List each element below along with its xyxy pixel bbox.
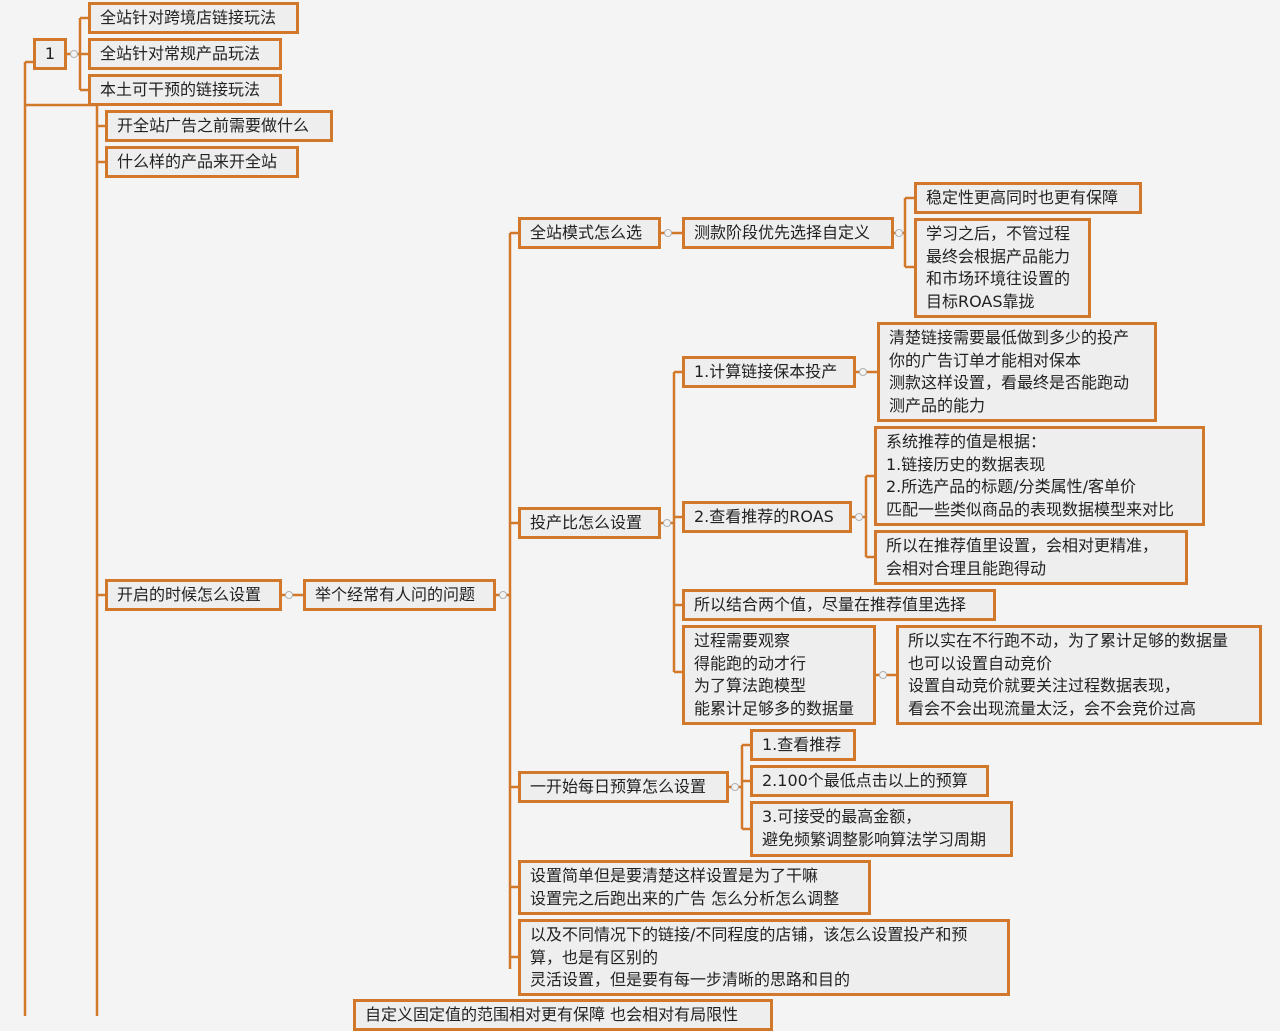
node-which-products[interactable]: 什么样的产品来开全站 [105, 146, 299, 178]
node-calc-detail[interactable]: 清楚链接需要最低做到多少的投产 你的广告订单才能相对保本 测款这样设置，看最终是… [877, 322, 1157, 422]
node-calc-breakeven[interactable]: 1.计算链接保本投产 [682, 356, 856, 388]
node-max-amount[interactable]: 3.可接受的最高金额， 避免频繁调整影响算法学习周期 [750, 801, 1013, 857]
node-auto-bid[interactable]: 所以实在不行跑不动，为了累计足够的数据量 也可以设置自动竞价 设置自动竞价就要关… [896, 625, 1262, 725]
node-flexible[interactable]: 以及不同情况下的链接/不同程度的店铺，该怎么设置投产和预 算，也是有区别的 灵活… [518, 919, 1010, 996]
node-stable[interactable]: 稳定性更高同时也更有保障 [914, 182, 1142, 214]
node-check-recommend[interactable]: 1.查看推荐 [750, 729, 856, 761]
node-how-to-set[interactable]: 开启的时候怎么设置 [105, 579, 282, 611]
node-regular-products[interactable]: 全站针对常规产品玩法 [88, 38, 282, 70]
node-simple-setting[interactable]: 设置简单但是要清楚这样设置是为了干嘛 设置完之后跑出来的广告 怎么分析怎么调整 [518, 860, 871, 915]
node-before-start[interactable]: 开全站广告之前需要做什么 [105, 110, 333, 142]
root-node[interactable]: 1 [33, 38, 67, 70]
node-learning[interactable]: 学习之后，不管过程 最终会根据产品能力 和市场环境往设置的 目标ROAS靠拢 [914, 218, 1091, 318]
node-min-clicks[interactable]: 2.100个最低点击以上的预算 [750, 765, 989, 797]
node-common-question[interactable]: 举个经常有人问的问题 [303, 579, 496, 611]
node-custom-first[interactable]: 测款阶段优先选择自定义 [682, 217, 894, 249]
node-custom-range[interactable]: 自定义固定值的范围相对更有保障 也会相对有局限性 [353, 999, 773, 1031]
node-combine[interactable]: 所以结合两个值，尽量在推荐值里选择 [682, 589, 996, 621]
node-budget[interactable]: 一开始每日预算怎么设置 [518, 771, 729, 803]
node-cross-border[interactable]: 全站针对跨境店链接玩法 [88, 2, 299, 34]
node-mode-select[interactable]: 全站模式怎么选 [518, 217, 661, 249]
node-roas-setting[interactable]: 投产比怎么设置 [518, 507, 661, 539]
node-check-roas[interactable]: 2.查看推荐的ROAS [682, 501, 852, 533]
node-system-basis[interactable]: 系统推荐的值是根据： 1.链接历史的数据表现 2.所选产品的标题/分类属性/客单… [874, 426, 1205, 526]
node-local-intervention[interactable]: 本土可干预的链接玩法 [88, 74, 282, 106]
node-recommend-precise[interactable]: 所以在推荐值里设置，会相对更精准， 会相对合理且能跑得动 [874, 530, 1188, 585]
node-observe[interactable]: 过程需要观察 得能跑的动才行 为了算法跑模型 能累计足够多的数据量 [682, 625, 876, 725]
